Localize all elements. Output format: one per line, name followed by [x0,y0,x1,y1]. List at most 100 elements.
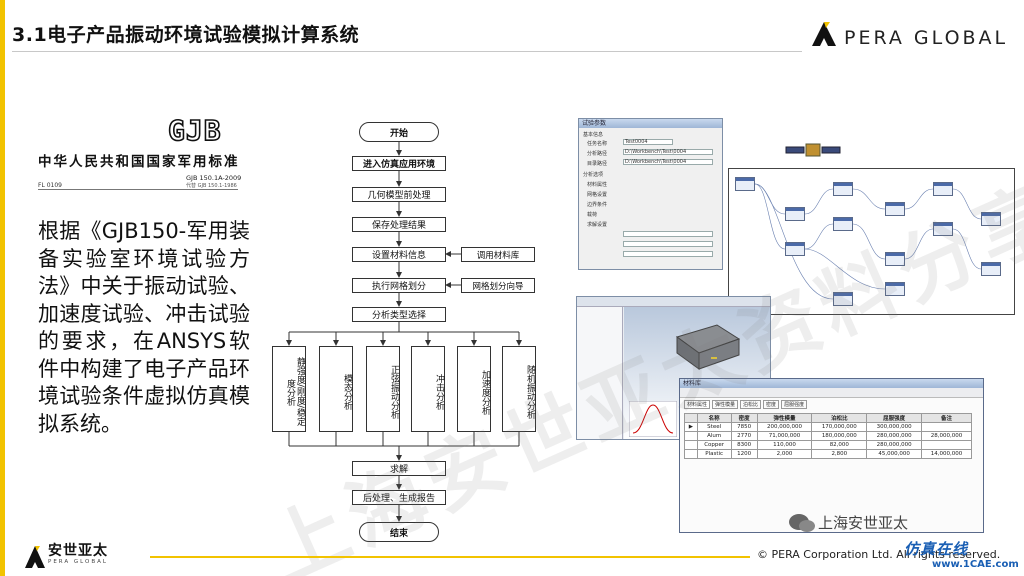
table-tabs: 材料属性 弹性模量 泊松比 密度 屈服强度 [684,400,808,409]
standard-org: 中华人民共和国国家军用标准 [38,154,240,170]
dialog-field [623,251,713,257]
dialog-field [623,241,713,247]
table-window-title: 材料库 [680,379,983,388]
table-cell: Plastic [696,449,732,459]
material-table: 名称 密度 弹性模量 泊松比 屈服强度 备注 ▶ Steel 7850 200,… [684,413,973,459]
flow-material: 设置材料信息 [352,247,446,262]
flow-analysis-type: 分析类型选择 [352,307,446,322]
workflow-node [885,282,905,296]
accent-bar [0,0,5,576]
dialog-label: 分析路径 [587,151,608,157]
flow-post: 后处理、生成报告 [352,490,446,505]
workflow-diagram-screenshot [728,168,1015,315]
dialog-value: D:\Workbench\Test\0004 [625,149,687,155]
wechat-icon [789,514,815,532]
flow-save: 保存处理结果 [352,217,446,232]
dialog-label: 分析选项 [583,172,604,178]
table-cell: 110,000 [756,440,813,450]
table-cell: 45,000,000 [866,449,922,459]
brand-watermark-url[interactable]: www.1CAE.com [932,559,1019,570]
workflow-node [735,177,755,191]
dialog-label: 材料属性 [587,182,608,188]
page-title: 3.1电子产品振动环境试验模拟计算系统 [12,24,360,46]
table-cell: 170,000,000 [811,422,868,432]
footer-logo-main: 安世亚太 [48,543,108,559]
brand-watermark-main: 仿真在线 [904,540,969,558]
table-cell [920,440,973,450]
pera-logo: PERA GLOBAL [808,18,1018,52]
table-cell: 7850 [730,422,758,432]
workflow-node [785,207,805,221]
table-row[interactable]: ▶ Steel 7850 200,000,000 170,000,000 300… [684,422,973,432]
table-tab[interactable]: 屈服强度 [781,400,808,409]
copyright-text: © PERA Corporation Ltd. All rights reser… [757,548,1001,561]
footer-logo-sub: PERA GLOBAL [48,559,108,565]
flow-branch-sine: 正弦振动分析 [366,346,400,432]
workflow-node [885,252,905,266]
workflow-node [885,202,905,216]
gjb-logo: GJB [167,113,236,148]
table-cell: 1200 [730,449,758,459]
header-divider [12,51,802,52]
dialog-label: 网格设置 [587,192,608,198]
flow-end: 结束 [359,522,439,542]
table-cell: Steel [696,422,732,432]
dialog-field [623,231,713,237]
pera-logo-text: PERA GLOBAL [844,27,1009,49]
pera-triangle-icon [812,22,836,46]
dialog-label: 载荷 [587,212,598,218]
table-header: 泊松比 [811,413,868,423]
device-model-icon [675,324,741,370]
dialog-field [623,139,673,145]
table-row[interactable]: Alum 2770 71,000,000 180,000,000 280,000… [684,431,973,441]
table-tab[interactable]: 泊松比 [740,400,762,409]
flow-start: 开始 [359,122,439,142]
flow-branch-static: 静强度/刚度/稳定度分析 [272,346,306,432]
table-cell: 300,000,000 [866,422,922,432]
table-tab[interactable]: 密度 [763,400,780,409]
standard-number: GJB 150.1A-2009 [186,174,242,182]
table-toolbar [680,388,983,398]
param-dialog-title: 试验参数 [579,119,722,128]
footer-divider [150,556,750,558]
table-cell: 71,000,000 [756,431,813,441]
table-header: 屈服强度 [866,413,922,423]
table-cell [684,431,698,441]
flow-geometry: 几何模型前处理 [352,187,446,202]
standard-code: FL 0109 [38,182,62,189]
table-cell: 28,000,000 [920,431,973,441]
table-row[interactable]: Copper 8300 110,000 82,000 280,000,000 [684,440,973,450]
workflow-node [933,182,953,196]
param-dialog-screenshot: 试验参数 基本信息 任务名称 Test0004 分析路径 D:\Workbenc… [578,118,723,270]
workflow-node [981,212,1001,226]
table-cell: 2,800 [811,449,868,459]
flow-branch-modal: 模态分析 [319,346,353,432]
flow-branch-shock: 冲击分析 [411,346,445,432]
table-tab[interactable]: 材料属性 [684,400,711,409]
footer-logo: 安世亚太 PERA GLOBAL [24,540,154,572]
table-tab[interactable]: 弹性模量 [712,400,739,409]
workflow-node [833,217,853,231]
table-cell: 2,000 [756,449,813,459]
workflow-node [981,262,1001,276]
table-header: 备注 [920,413,973,423]
table-row[interactable]: Plastic 1200 2,000 2,800 45,000,000 14,0… [684,449,973,459]
flow-mesh-wizard: 网格划分向导 [461,278,535,293]
flow-material-lib: 调用材料库 [461,247,535,262]
flow-branch-accel: 加速度分析 [457,346,491,432]
footer-triangle-icon [25,546,45,568]
table-cell: Copper [696,440,732,450]
dialog-label: 目录路径 [587,161,608,167]
table-header: 密度 [730,413,758,423]
material-table-screenshot: 材料库 材料属性 弹性模量 泊松比 密度 屈服强度 名称 密度 弹性模量 泊松比… [679,378,984,533]
dialog-label: 任务名称 [587,141,608,147]
table-cell: 14,000,000 [920,449,973,459]
standard-divider [38,189,238,190]
table-cell: 82,000 [811,440,868,450]
table-cell: 280,000,000 [866,440,922,450]
dialog-label: 求解设置 [587,222,608,228]
table-cell [684,449,698,459]
curve-plot-icon [629,401,677,437]
flow-solve: 求解 [352,461,446,476]
dialog-field [623,159,713,165]
